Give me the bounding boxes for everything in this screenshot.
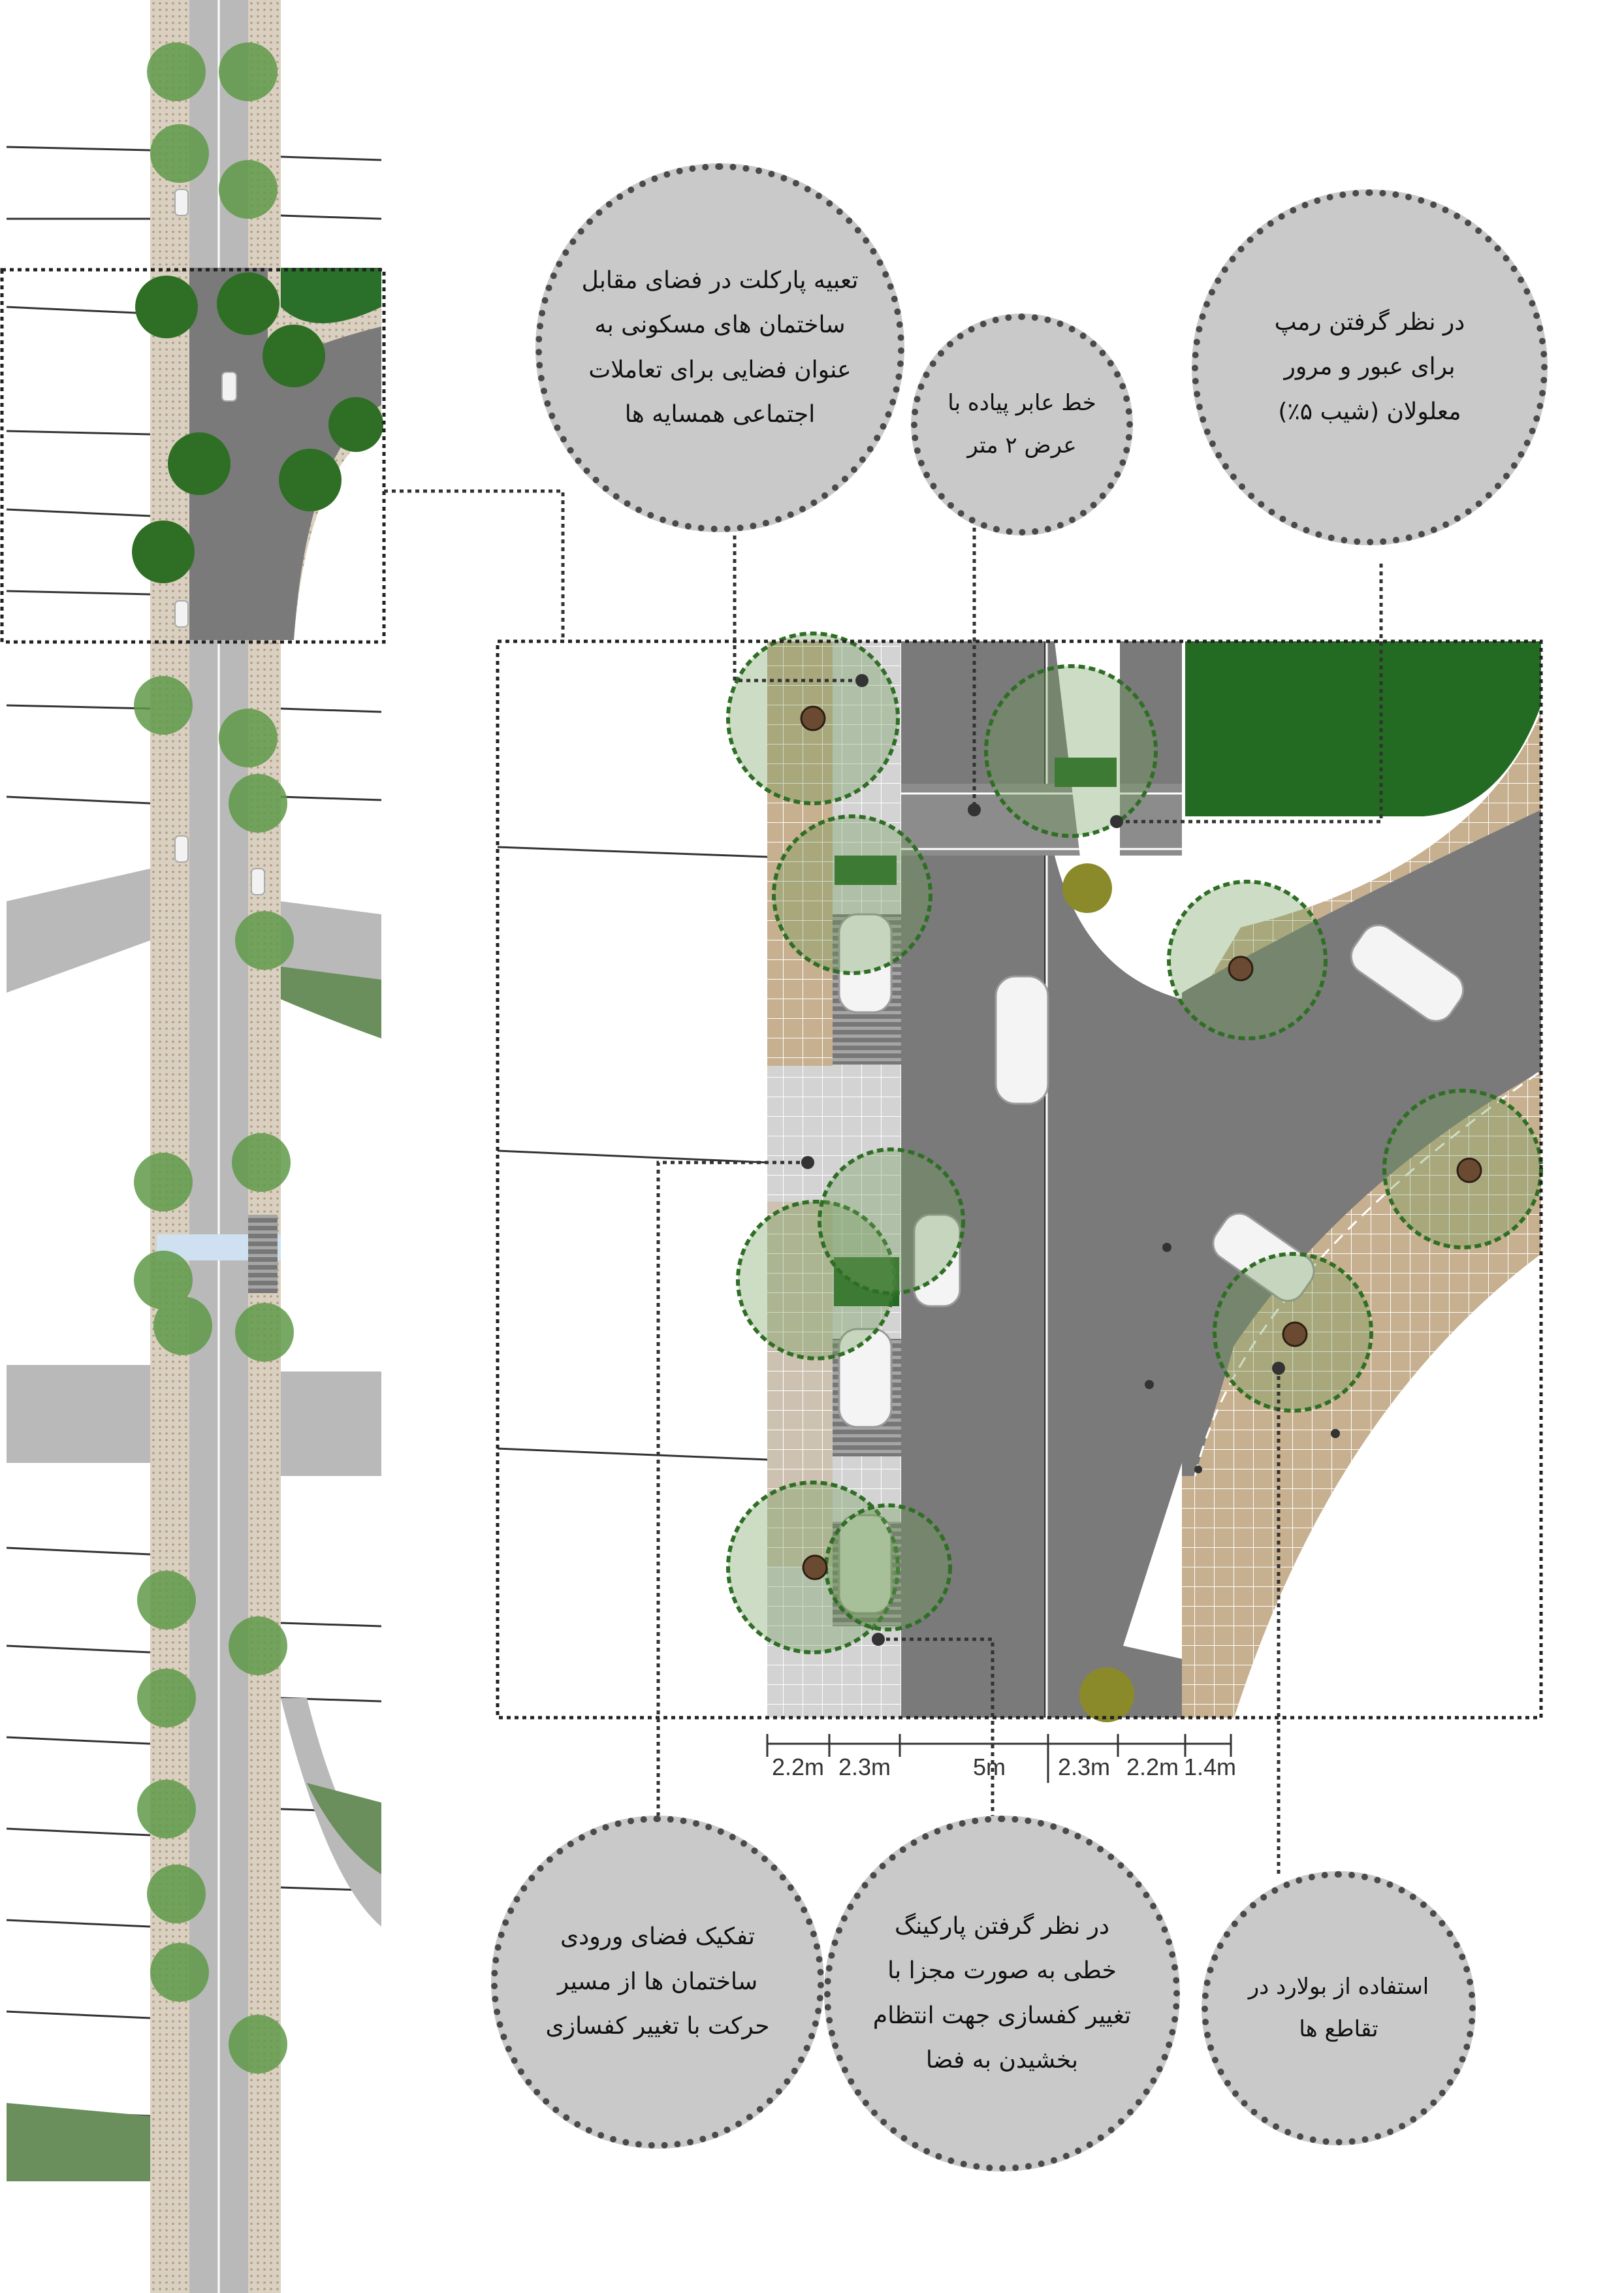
callout-entrance-text: تفکیک فضای ورودی ساختمان ها از مسیر حرکت… [545,1923,770,2040]
callout-parklet: تعبیه پارکلت در فضای مقابل ساختمان های م… [535,163,904,532]
callout-crosswalk-text: خط عابر پیاده با عرض ۲ متر [947,390,1096,458]
callout-bollard-text: استفاده از بولارد در تقاطع ها [1248,1974,1429,2042]
callout-bollard: استفاده از بولارد در تقاطع ها [1202,1871,1476,2145]
callout-ramp-text: در نظر گرفتن رمپ برای عبور و مرور معلولا… [1274,308,1465,425]
leader-dots [801,674,1285,1646]
callout-crosswalk: خط عابر پیاده با عرض ۲ متر [911,313,1133,536]
callout-parklet-text: تعبیه پارکلت در فضای مقابل ساختمان های م… [581,266,859,428]
overview-strip [0,0,386,2293]
callout-parking: در نظر گرفتن پارکینگ خطی به صورت مجزا با… [824,1816,1180,2172]
dim-label: 1.4m [1184,1754,1236,1780]
dim-label: 2.3m [838,1754,891,1780]
dim-label: 5m [973,1754,1006,1780]
zoomed-street-plan [496,632,1543,1722]
dim-label: 2.3m [1058,1754,1110,1780]
leader-lines [384,489,1383,1874]
callout-entrance: تفکیک فضای ورودی ساختمان ها از مسیر حرکت… [491,1816,824,2149]
dimension-line [766,1734,1232,1783]
dim-label: 2.2m [1126,1754,1179,1780]
callout-ramp: در نظر گرفتن رمپ برای عبور و مرور معلولا… [1192,189,1548,545]
callout-parking-text: در نظر گرفتن پارکینگ خطی به صورت مجزا با… [872,1912,1132,2074]
dim-label: 2.2m [772,1754,824,1780]
dimension-labels: 2.2m 2.3m 5m 2.3m 2.2m 1.4m [772,1754,1236,1780]
